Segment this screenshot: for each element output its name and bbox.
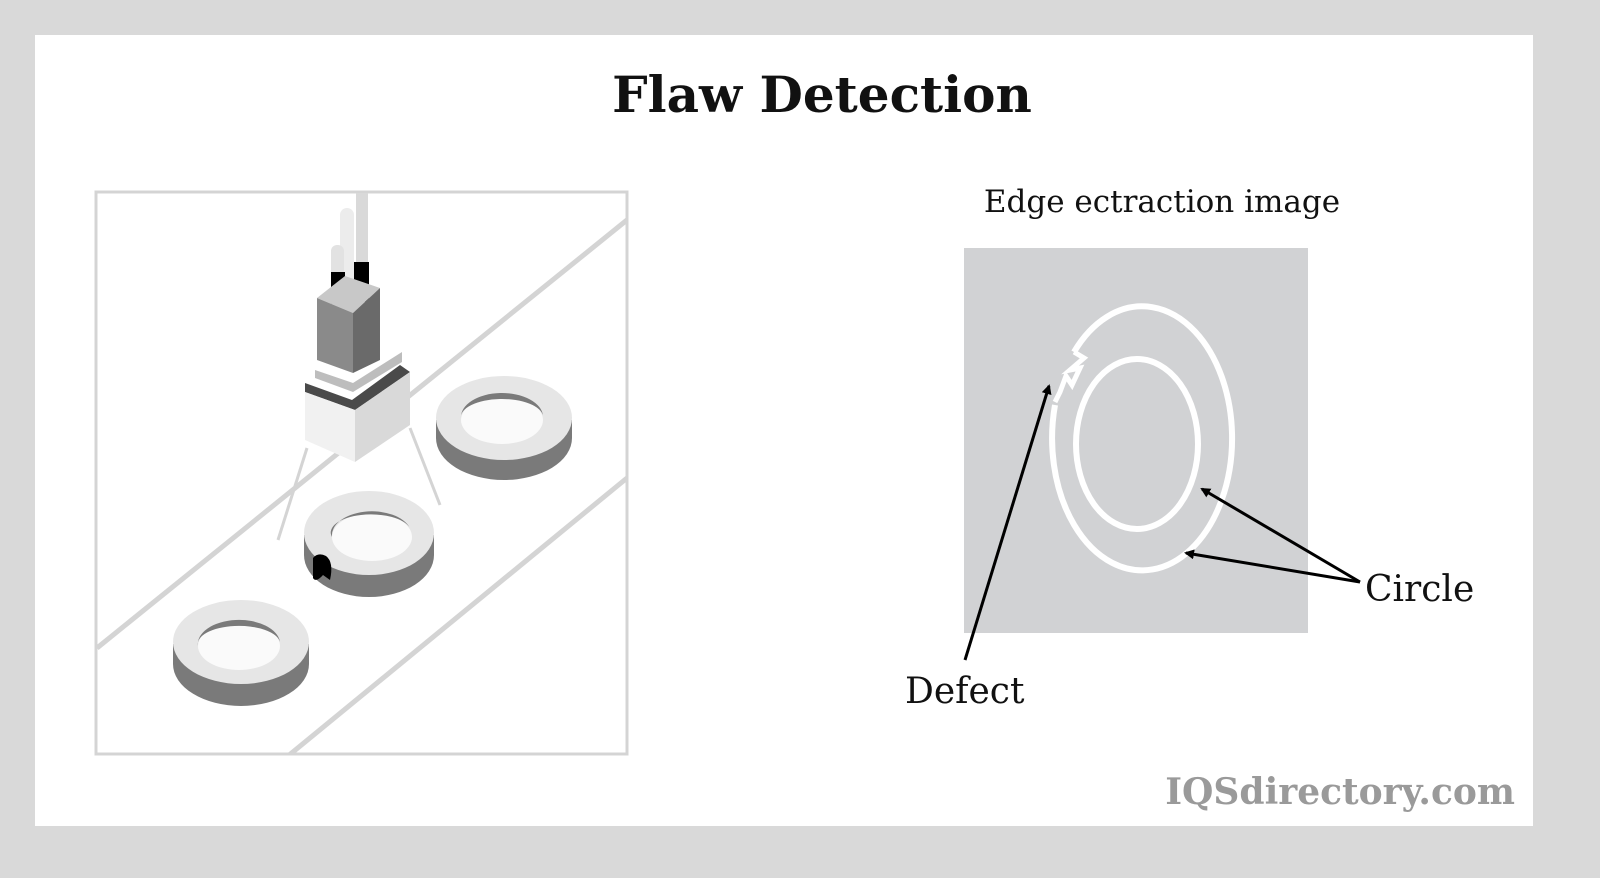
ring-defective [304,491,434,597]
edge-extraction-panel: Edge ectraction image Circle Defect [905,184,1474,712]
ring-good [436,376,572,480]
defect-arrow [963,384,1052,661]
ring-good [173,600,309,706]
defect-crack [1052,349,1089,404]
defect-mark [313,554,332,580]
conveyor-edge-bottom [287,476,626,753]
sensor-head [305,276,410,462]
edge-image-caption: Edge ectraction image [984,184,1340,220]
circle-arrow-inner [1200,487,1361,584]
inner-edge-circle [1073,356,1201,532]
sensor-beam-left [276,447,309,541]
circle-arrow-outer [1184,549,1361,584]
defect-label: Defect [905,671,1025,712]
page-title: Flaw Detection [612,65,1032,124]
inspection-illustration [94,190,629,756]
sensor-beam-right [408,427,442,506]
circle-label: Circle [1365,569,1474,610]
watermark-logo: IQSdirectory.com [1165,771,1515,813]
